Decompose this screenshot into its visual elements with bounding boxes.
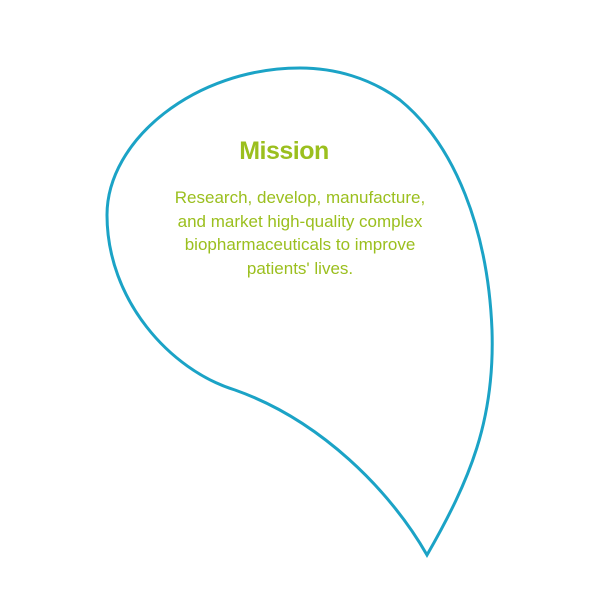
speech-bubble-outline xyxy=(105,66,494,559)
mission-title: Mission xyxy=(239,137,329,165)
mission-statement: Research, develop, manufacture, and mark… xyxy=(174,188,426,278)
